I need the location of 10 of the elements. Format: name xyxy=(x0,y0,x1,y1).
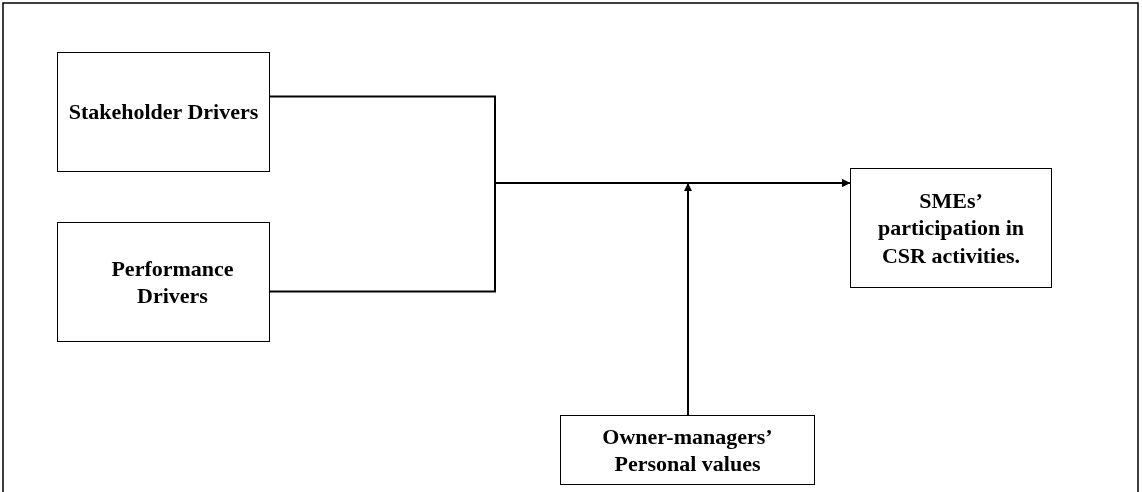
process-box xyxy=(57,52,270,172)
process-box xyxy=(57,222,270,342)
process-box xyxy=(850,168,1052,288)
box-label: SMEs’ participation in CSR activities. xyxy=(876,186,1026,270)
arrow xyxy=(684,182,692,416)
box-label: Stakeholder Drivers xyxy=(68,98,259,126)
box-label: Performance Drivers xyxy=(110,254,235,310)
box-label: Owner-managers’ Personal values xyxy=(601,422,774,478)
process-box xyxy=(560,415,815,485)
arrow xyxy=(269,179,851,293)
